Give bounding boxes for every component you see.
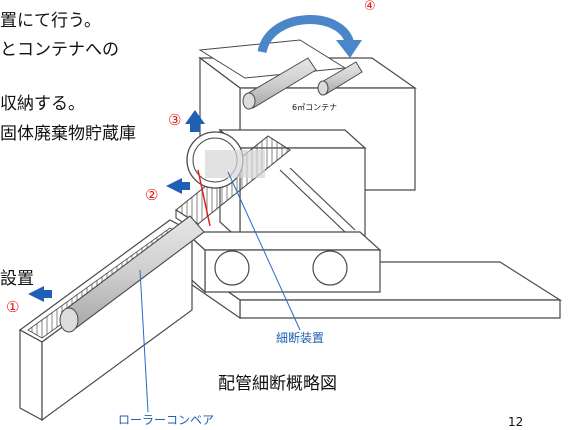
cutter-machine bbox=[183, 128, 382, 294]
long-pipe bbox=[59, 215, 205, 333]
step-number-4: ④ bbox=[364, 0, 376, 14]
left-text-line4: 固体廃棄物貯蔵庫 bbox=[0, 124, 136, 144]
left-text-line1: 置にて行う。 bbox=[0, 11, 101, 31]
rotation-arrow bbox=[257, 15, 362, 58]
diagram-caption: 配管細断概略図 bbox=[218, 374, 337, 394]
arrow-step1 bbox=[28, 286, 52, 302]
left-text-line3: 収納する。 bbox=[0, 94, 85, 114]
step-number-3: ③ bbox=[168, 111, 182, 129]
cutter-leader-line bbox=[227, 171, 301, 331]
page-number: 12 bbox=[508, 415, 524, 429]
step-number-2: ② bbox=[145, 186, 159, 204]
left-text-line2: とコンテナへの bbox=[0, 40, 119, 60]
top-pipe bbox=[242, 57, 363, 110]
container-label: 6㎥コンテナ bbox=[292, 103, 338, 112]
cutter-label: 細断装置 bbox=[276, 331, 325, 345]
conveyor-leader-line bbox=[139, 269, 149, 413]
left-text-line5: 設置 bbox=[0, 269, 34, 289]
conveyor-label: ローラーコンベア bbox=[118, 413, 215, 427]
arrow-step3 bbox=[185, 110, 205, 132]
arrow-step2 bbox=[166, 178, 190, 194]
step-number-1: ① bbox=[6, 298, 20, 316]
cutting-blade bbox=[197, 169, 211, 227]
